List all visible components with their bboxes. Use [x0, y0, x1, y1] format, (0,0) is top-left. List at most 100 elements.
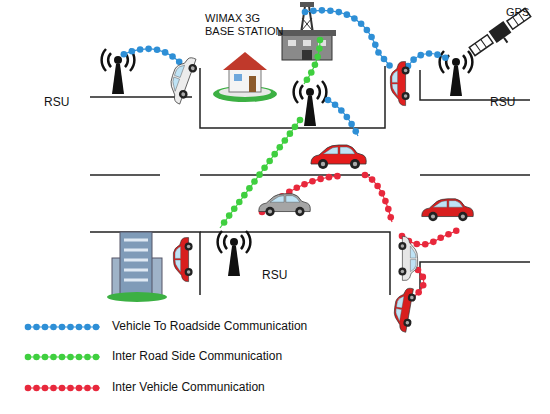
dotted-link	[169, 53, 176, 60]
dotted-link	[362, 172, 394, 222]
dotted-link	[426, 50, 433, 57]
dotted-link	[246, 185, 253, 192]
vehicle-icon	[164, 53, 473, 332]
rsu-label: RSU	[262, 268, 302, 282]
dotted-link	[430, 239, 437, 246]
office-building-icon	[124, 240, 148, 280]
dotted-link	[121, 51, 128, 58]
road-edges	[200, 66, 385, 128]
legend-samples	[25, 324, 100, 392]
legend-sample	[33, 324, 40, 331]
dotted-link	[231, 205, 238, 212]
vehicle-icon	[422, 199, 474, 221]
gps-satellite-icon	[504, 38, 507, 43]
dotted-link	[221, 219, 228, 226]
legend-sample	[33, 354, 40, 361]
house-icon	[229, 68, 261, 92]
dotted-link	[415, 289, 422, 296]
road-edges	[200, 232, 390, 295]
legend-sample	[33, 385, 40, 392]
road-edges	[420, 262, 530, 295]
dotted-link	[327, 7, 334, 14]
dotted-link	[335, 9, 342, 16]
rsu-label: RSU	[44, 95, 84, 109]
dotted-link	[266, 158, 273, 165]
dotted-link	[305, 10, 390, 66]
gps-label: GPS	[506, 6, 546, 19]
dotted-link	[379, 190, 386, 197]
base-station-icon	[278, 2, 336, 60]
dotted-link	[301, 181, 308, 188]
dotted-link	[442, 54, 449, 61]
legend-sample	[59, 354, 66, 361]
dotted-link	[413, 241, 420, 248]
dotted-link	[137, 46, 144, 53]
dotted-link	[325, 97, 332, 104]
rsu-antenna	[440, 51, 473, 96]
dotted-link	[261, 165, 268, 172]
base-station-icon	[303, 40, 311, 46]
dotted-link	[362, 172, 369, 179]
vehicle-icon	[173, 237, 192, 281]
dotted-link	[302, 7, 393, 69]
dotted-link	[420, 274, 427, 281]
gps-satellite-icon	[469, 35, 493, 56]
base-station-icon	[302, 50, 312, 60]
dotted-link	[387, 214, 394, 221]
dotted-link	[309, 178, 316, 185]
communication-links	[121, 7, 460, 301]
legend-sample	[93, 324, 100, 331]
dotted-link	[317, 176, 324, 183]
rsu-label: RSU	[490, 95, 530, 109]
rsu-antenna	[294, 81, 327, 126]
legend-sample	[59, 324, 66, 331]
dotted-link	[351, 15, 358, 22]
road-edges	[90, 66, 530, 295]
dotted-link	[372, 41, 379, 48]
vehicle-icon	[391, 286, 418, 333]
base-station-icon	[282, 34, 332, 60]
dotted-link	[375, 49, 382, 56]
legend-sample	[25, 385, 32, 392]
legend-sample	[50, 324, 57, 331]
dotted-link	[332, 101, 339, 108]
road-edges	[420, 174, 530, 176]
vehicle-icon	[398, 236, 417, 280]
rsu-antenna	[102, 49, 473, 276]
legend-sample	[93, 354, 100, 361]
rsu-antenna	[218, 231, 251, 276]
vehicle-icon	[390, 61, 409, 105]
road-edges	[200, 174, 370, 176]
dotted-link	[334, 173, 341, 180]
house-icon	[223, 52, 267, 70]
legend-sample	[42, 324, 49, 331]
legend-sample	[25, 324, 32, 331]
dotted-link	[292, 124, 299, 131]
dotted-link	[402, 230, 458, 245]
legend-text: Vehicle To Roadside Communication	[112, 319, 307, 333]
dotted-link	[437, 234, 444, 241]
dotted-link	[162, 49, 169, 56]
dotted-link	[145, 46, 152, 53]
dotted-link	[129, 48, 136, 55]
base-station-icon	[302, 18, 312, 30]
dotted-link	[312, 62, 319, 69]
dotted-link	[382, 198, 389, 205]
legend-sample	[67, 324, 74, 331]
gps-satellite-icon	[489, 21, 512, 43]
dotted-link	[304, 37, 324, 84]
road-edges	[90, 232, 200, 295]
base-station-icon	[278, 30, 336, 36]
dotted-link	[154, 47, 161, 54]
dotted-link	[369, 176, 376, 183]
legend-sample	[76, 354, 83, 361]
dotted-link	[365, 175, 392, 222]
dotted-link	[348, 121, 355, 128]
dotted-link	[317, 37, 324, 44]
legend-sample	[84, 354, 91, 361]
dotted-link	[445, 231, 452, 238]
dotted-link	[368, 34, 375, 41]
legend-sample	[93, 385, 100, 392]
dotted-link	[381, 56, 388, 63]
